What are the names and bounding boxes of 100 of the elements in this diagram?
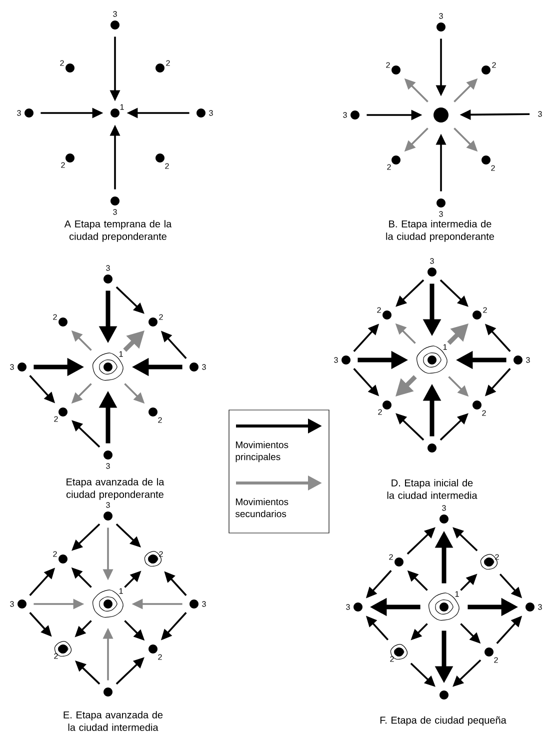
city-dot (428, 356, 436, 364)
number-label: 1 (443, 344, 447, 350)
number-label: 2 (494, 657, 498, 663)
number-label: 3 (538, 604, 542, 610)
number-label: 2 (378, 409, 382, 415)
number-label: 3 (526, 357, 530, 363)
number-label: 2 (60, 60, 64, 66)
number-label: 2 (492, 62, 496, 68)
number-label: 3 (346, 604, 350, 610)
city-dot (482, 156, 490, 164)
city-dot (104, 600, 112, 608)
city-dot (104, 450, 112, 460)
city-dot (436, 198, 446, 208)
number-label: 2 (158, 417, 162, 423)
number-label: 3 (209, 110, 213, 116)
city-dot (58, 644, 68, 654)
caption: D. Etapa inicial de la ciudad intermedia (387, 479, 478, 499)
number-label: 3 (10, 601, 14, 607)
city-dot (382, 310, 392, 320)
caption: B. Etapa intermedia de la ciudad preponderante (386, 220, 494, 242)
city-dot (148, 554, 158, 564)
city-dot (434, 108, 448, 122)
city-dot (58, 554, 68, 564)
city-dot (156, 64, 164, 72)
number-label: 2 (483, 307, 487, 313)
city-dot (472, 400, 482, 410)
city-dot (428, 268, 436, 276)
number-label: 2 (53, 551, 57, 557)
number-label: 3 (202, 364, 206, 370)
city-dot (18, 362, 26, 372)
number-label: 2 (159, 314, 163, 320)
city-dot (66, 64, 74, 72)
number-label: 2 (389, 554, 393, 560)
city-dot (440, 602, 448, 612)
number-label: 3 (106, 502, 110, 508)
number-label: 2 (390, 656, 394, 662)
caption: F. Etapa de ciudad pequeña (380, 716, 506, 726)
city-dot (156, 154, 164, 162)
caption: A Etapa temprana de la ciudad preponderante (64, 220, 172, 242)
number-label: 3 (113, 209, 117, 215)
number-label: 3 (202, 601, 206, 607)
number-label: 3 (343, 112, 347, 118)
city-dot (110, 196, 120, 206)
city-dot (436, 22, 446, 32)
number-label: 1 (120, 104, 124, 110)
number-label: 3 (439, 13, 443, 19)
city-dot (342, 356, 350, 364)
number-label: 2 (387, 164, 391, 170)
number-label: 3 (334, 357, 338, 363)
number-label: 2 (491, 165, 495, 171)
number-label: 3 (106, 265, 110, 271)
city-dot (196, 108, 206, 118)
city-dot (104, 362, 112, 372)
city-dot (66, 154, 74, 162)
city-dot (104, 274, 112, 284)
number-label: 3 (442, 505, 446, 511)
number-label: 2 (158, 654, 162, 660)
number-label: 2 (377, 307, 381, 313)
city-dot (440, 514, 448, 524)
city-dot (484, 558, 494, 566)
number-label: 3 (430, 258, 434, 264)
number-label: 3 (538, 111, 542, 117)
number-label: 2 (54, 416, 58, 422)
number-label: 1 (119, 351, 123, 357)
number-label: 2 (166, 60, 170, 66)
city-dot (428, 444, 436, 452)
city-dot (514, 356, 522, 364)
city-dot (110, 20, 120, 30)
city-dot (394, 648, 404, 656)
number-label: 2 (61, 162, 65, 168)
city-dot (394, 558, 404, 566)
legend-text: Movimientos principales (236, 441, 288, 462)
number-label: 1 (455, 591, 459, 597)
city-dot (104, 512, 112, 520)
city-dot (110, 108, 120, 118)
number-label: 1 (119, 588, 123, 594)
number-label: 3 (10, 364, 14, 370)
number-label: 2 (386, 62, 390, 68)
city-dot (58, 408, 68, 416)
number-label: 3 (113, 11, 117, 17)
city-dot (440, 690, 448, 700)
city-dot (382, 400, 392, 410)
city-dot (190, 600, 198, 608)
number-label: 2 (54, 653, 58, 659)
number-label: 2 (482, 410, 486, 416)
caption: E. Etapa avanzada de la ciudad intermedia (64, 711, 163, 731)
caption: Etapa avanzada de la ciudad preponderante (66, 478, 164, 500)
city-dot (482, 66, 490, 74)
city-dot (58, 318, 68, 326)
city-dot (148, 644, 158, 654)
city-dot (190, 362, 198, 372)
city-dot (354, 602, 362, 612)
city-dot (148, 408, 158, 416)
city-dot (392, 66, 400, 74)
city-dot (526, 602, 534, 612)
city-dot (104, 688, 112, 696)
city-dot (472, 310, 482, 320)
city-dot (350, 110, 360, 120)
city-dot (18, 600, 26, 608)
legend-text: Movimientos secundarios (235, 498, 288, 518)
